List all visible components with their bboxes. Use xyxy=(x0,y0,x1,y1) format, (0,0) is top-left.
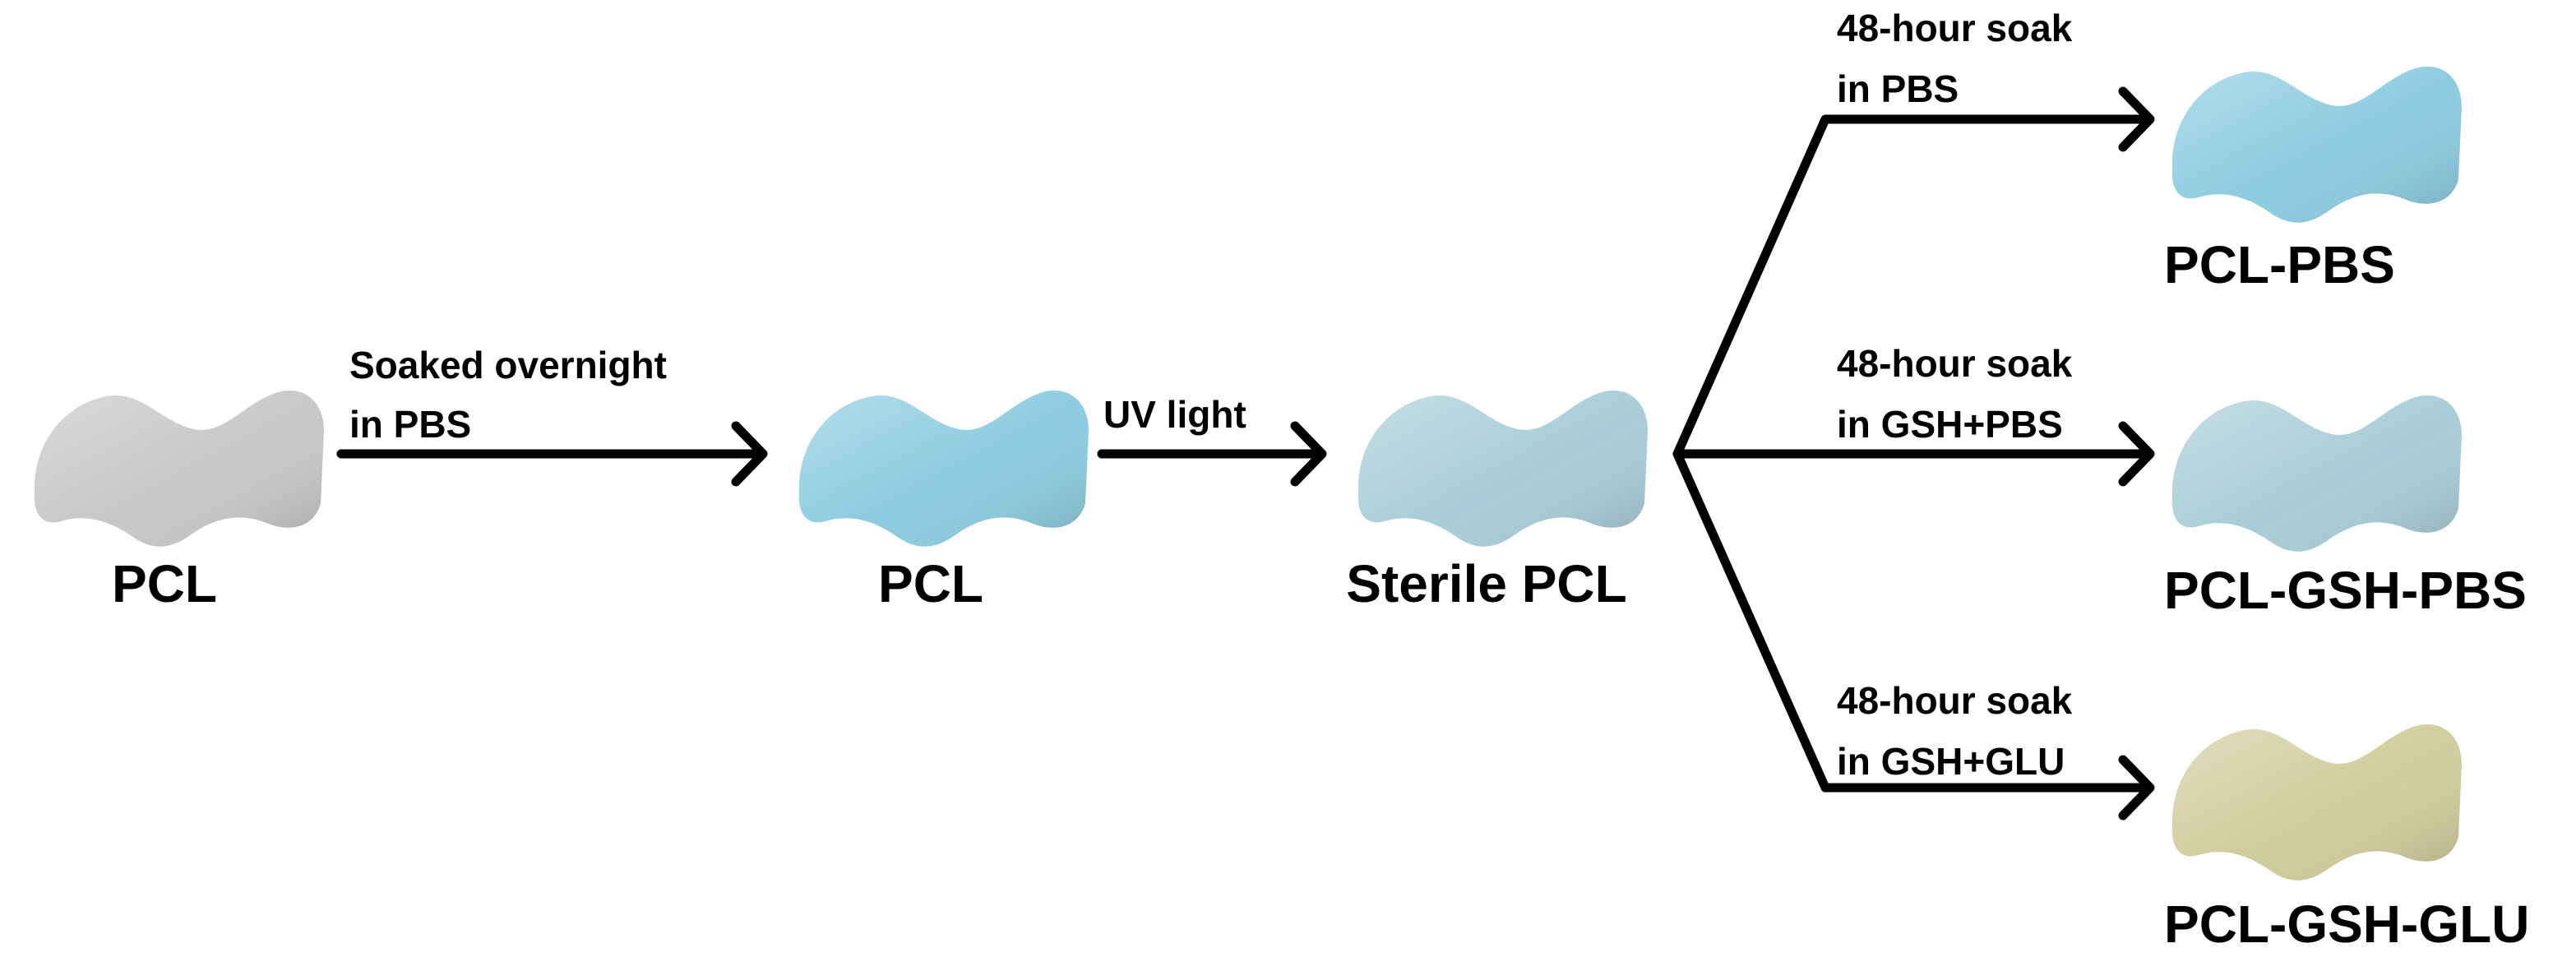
step-label-branch-pbs-line2: in PBS xyxy=(1837,67,1959,110)
scaffold-pcl-pbs xyxy=(2171,67,2462,223)
node-label-pcl-raw: PCL xyxy=(112,554,217,613)
scaffold-pcl-gsh-pbs xyxy=(2171,395,2462,552)
arrow-uv-light xyxy=(1097,421,1327,487)
step-label-branch-gsh-pbs-line2: in GSH+PBS xyxy=(1837,403,2063,446)
arrow-soak-overnight xyxy=(336,421,768,487)
node-label-pcl-gsh-pbs: PCL-GSH-PBS xyxy=(2164,561,2527,620)
scaffold-pcl-soaked xyxy=(798,391,1089,547)
step-label-branch-gsh-glu-line1: 48-hour soak xyxy=(1837,679,2073,722)
node-label-pcl-soaked: PCL xyxy=(878,554,983,613)
step-label-branch-gsh-pbs-line1: 48-hour soak xyxy=(1837,342,2073,385)
scaffold-sterile-pcl xyxy=(1357,391,1648,547)
step-label-soak-line2: in PBS xyxy=(349,403,471,446)
step-label-branch-gsh-glu-line2: in GSH+GLU xyxy=(1837,740,2065,783)
node-label-pcl-pbs: PCL-PBS xyxy=(2164,235,2395,294)
step-label-branch-pbs-line1: 48-hour soak xyxy=(1837,7,2073,49)
step-label-soak-line1: Soaked overnight xyxy=(349,344,667,386)
arrow-branch-gsh-glu xyxy=(1672,449,2155,821)
arrow-branch-gsh-pbs xyxy=(1672,421,2155,487)
step-label-uv: UV light xyxy=(1103,393,1246,436)
arrow-branch-pbs xyxy=(1672,86,2155,459)
node-label-pcl-gsh-glu: PCL-GSH-GLU xyxy=(2164,895,2529,954)
scaffold-pcl-gsh-glu xyxy=(2171,724,2462,881)
scaffold-pcl-raw xyxy=(34,391,324,547)
node-label-sterile-pcl: Sterile PCL xyxy=(1346,554,1626,613)
